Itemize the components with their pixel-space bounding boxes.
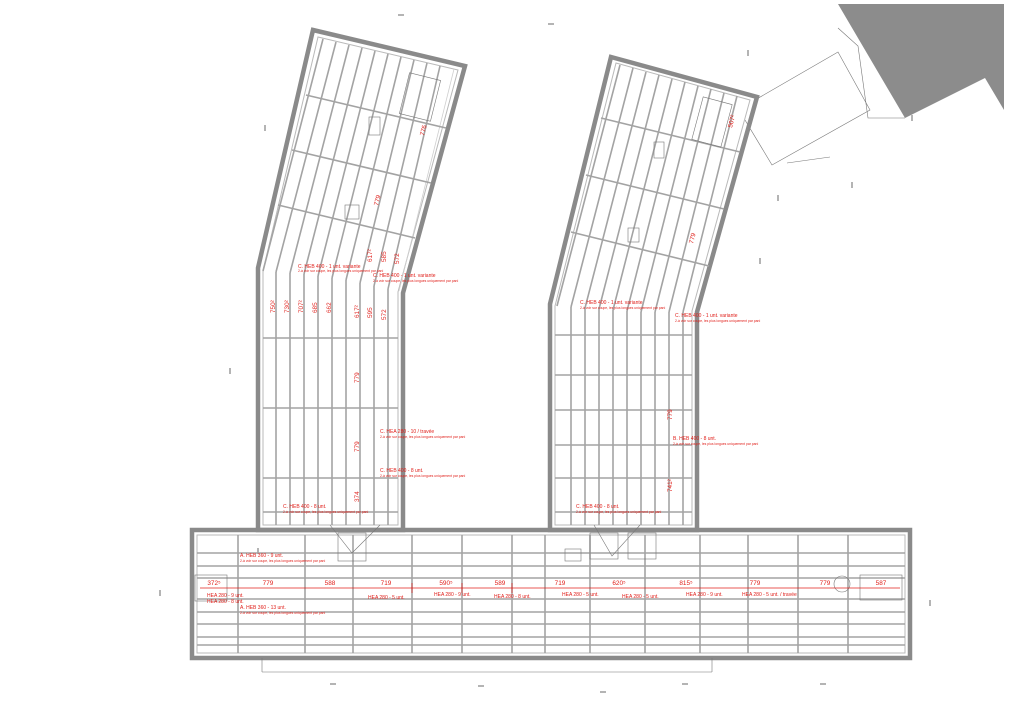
note-f: C. HEB 400 - 1 unt. variante	[580, 300, 643, 306]
right-wing-dimensions: 507² 779 779 741²	[667, 114, 737, 492]
right-wing-lift	[653, 141, 665, 159]
note-j: A. HEB 360 - 9 unt.	[240, 553, 283, 559]
base-dim-8: 620⁵	[612, 580, 626, 587]
right-wing-junction	[593, 524, 641, 557]
base-beams-vertical	[237, 535, 849, 653]
base-dim-11: 779	[820, 580, 831, 587]
rw-top-dim-2: 779	[688, 232, 697, 244]
base-dim-1: 372⁵	[207, 580, 221, 587]
base-dim-4: 719	[381, 580, 392, 587]
base-beam-5: HEA 280 - 8 unt.	[494, 594, 531, 600]
lw-row-dim-1: 750²	[270, 300, 277, 313]
base-dim-3: 588	[325, 580, 336, 587]
base-dim-10: 779	[750, 580, 761, 587]
note-b: C. HEB 400 - 1 unt. variante	[373, 273, 436, 279]
lw-top-dim-1: 776	[419, 124, 428, 136]
stair-core-left	[337, 532, 367, 562]
service-room	[564, 548, 582, 562]
base-beam-1: HEA 280 - 9 unt.	[207, 593, 244, 599]
stair-core-mid	[589, 532, 619, 560]
lw-top-dim-2: 779	[373, 194, 382, 206]
base-beam-4: HEA 280 - 9 unt.	[434, 592, 471, 598]
lw-row-dim-4: 685	[312, 302, 319, 313]
access-path-edge	[786, 156, 831, 164]
access-path	[744, 51, 871, 166]
note-i-sub: 2-à voir sur coupe, les plus longues uni…	[576, 510, 661, 514]
column-round	[833, 575, 851, 593]
left-wing	[255, 27, 468, 554]
base-dim-9: 815⁵	[679, 580, 693, 587]
note-b-sub: 2-à voir sur coupe, les plus longues uni…	[373, 279, 458, 283]
end-room	[859, 574, 903, 601]
note-h: B. HEB 400 - 8 unt.	[673, 436, 716, 442]
rw-low-dim-1: 779	[667, 409, 674, 420]
lw-low-dim-1: 779	[354, 372, 361, 383]
lw-top-dim-4: 585	[381, 251, 388, 262]
note-a-sub: 2-à voir sur coupe, les plus longues uni…	[298, 269, 383, 273]
note-g: C. HEB 400 - 1 unt. variante	[675, 313, 738, 319]
lw-low-dim-2: 779	[354, 441, 361, 452]
stair-core-right	[627, 532, 657, 560]
base-block	[189, 527, 913, 673]
right-wing-lower-beams	[555, 307, 692, 525]
right-wing-stair	[691, 96, 733, 148]
base-dimensions: 372⁵ 779 588 719 590⁵ 589 719 620⁵ 815⁵ …	[207, 580, 886, 587]
base-beam-2: HEA 280 - 8 unt.	[207, 599, 244, 605]
right-wing-shaft	[627, 227, 640, 243]
note-d: C. HEB 400 - 8 unt.	[380, 468, 423, 474]
rw-low-dim-2: 741²	[667, 479, 674, 492]
note-g-sub: 2-à voir sur coupe, les plus longues uni…	[675, 319, 760, 323]
base-beams-horizontal	[197, 552, 905, 646]
left-wing-stair	[399, 72, 441, 122]
survey-marks	[159, 14, 931, 693]
base-beam-8: HEA 280 - 9 unt.	[686, 592, 723, 598]
lw-row-dim-7: 595	[367, 307, 374, 318]
note-k: A. HEB 360 - 13 unt.	[240, 605, 286, 611]
note-c-sub: 2-à voir sur coupe, les plus longues uni…	[380, 435, 465, 439]
rw-top-dim-1: 507²	[727, 114, 737, 128]
left-wing-shaft	[344, 204, 360, 220]
note-c: C. HEA 280 - 10 / travée	[380, 429, 434, 435]
base-dim-5: 590⁵	[439, 580, 453, 587]
base-dim-2: 779	[263, 580, 274, 587]
note-d-sub: 2-à voir sur coupe, les plus longues uni…	[380, 474, 465, 478]
base-beam-7: HEA 280 - 5 unt.	[622, 594, 659, 600]
lw-row-dim-2: 730²	[284, 300, 291, 313]
note-e: C. HEB 400 - 8 unt.	[283, 504, 326, 510]
lw-top-dim-3: 617²	[367, 249, 374, 262]
left-wing-lift	[368, 116, 381, 136]
note-j-sub: 2-à voir sur coupe, les plus longues uni…	[240, 559, 325, 563]
note-i: C. HEB 400 - 8 unt.	[576, 504, 619, 510]
annotations: C. HEB 400 - 1 unt. variante 2-à voir su…	[240, 264, 760, 615]
base-dim-7: 719	[555, 580, 566, 587]
note-e-sub: 2-à voir sur coupe, les plus longues uni…	[283, 510, 368, 514]
base-beam-labels: HEA 280 - 9 unt. HEA 280 - 8 unt. HEA 28…	[207, 592, 797, 605]
lw-row-dim-5: 662	[326, 302, 333, 313]
lw-top-dim-5: 572	[394, 253, 401, 264]
base-beam-9: HEA 280 - 5 unt. / travée	[742, 592, 797, 598]
base-beam-6: HEA 280 - 5 unt.	[562, 592, 599, 598]
note-h-sub: 2-à voir sur coupe, les plus longues uni…	[673, 442, 758, 446]
neighbour-outline	[837, 27, 905, 119]
base-dim-6: 589	[495, 580, 506, 587]
neighbour-building	[838, 4, 1004, 118]
note-f-sub: 2-à voir sur coupe, les plus longues uni…	[580, 306, 665, 310]
left-wing-lower-beams	[263, 272, 398, 525]
lw-low-dim-3: 374	[354, 491, 361, 502]
right-wing	[547, 54, 760, 557]
note-a: C. HEB 400 - 1 unt. variante	[298, 264, 361, 270]
left-wing-dimensions: 776 779 617² 585 572 750² 730² 707² 685 …	[270, 124, 429, 502]
lw-row-dim-6: 617²	[354, 305, 361, 318]
base-dim-12: 587	[876, 580, 887, 587]
lw-row-dim-3: 707²	[298, 300, 305, 313]
left-wing-upper-beams	[262, 38, 455, 292]
left-wing-upper-crossbeams	[277, 94, 447, 239]
lw-row-dim-8: 572	[381, 309, 388, 320]
note-k-sub: 2-à voir sur coupe, les plus longues uni…	[240, 611, 325, 615]
base-beam-3: HEA 280 - 5 unt.	[368, 595, 405, 601]
left-wing-junction	[329, 524, 381, 554]
